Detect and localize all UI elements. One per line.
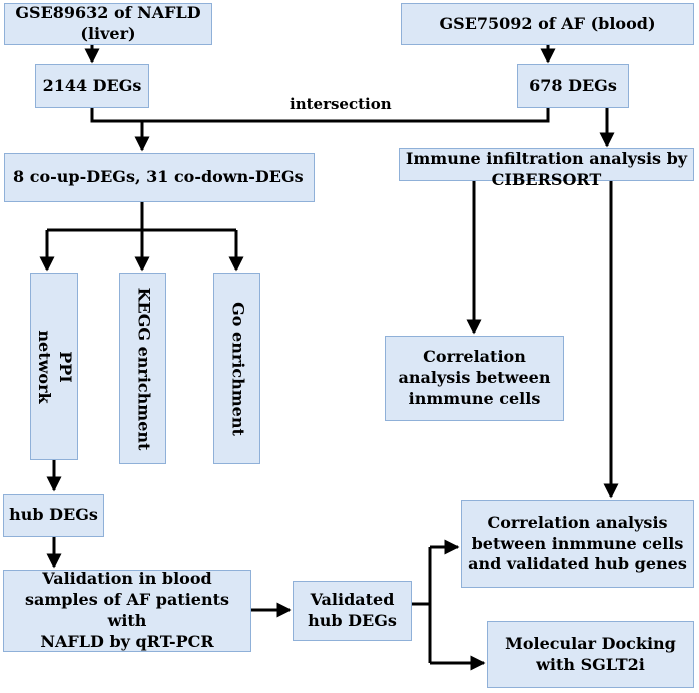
validation-box: Validation in blood samples of AF patien… <box>3 569 251 652</box>
hub-degs-box: hub DEGs <box>3 494 104 537</box>
af-dataset-label: GSE75092 of AF (blood) <box>439 13 656 33</box>
nafld-degs-label: 2144 DEGs <box>42 75 142 95</box>
immune-infiltration-box: Immune infiltration analysis by CIBERSOR… <box>399 148 694 189</box>
molecular-docking-box: Molecular Docking with SGLT2i <box>487 621 694 688</box>
af-degs-box: 678 DEGs <box>517 64 629 108</box>
go-enrichment-label: Go enrichment <box>227 301 247 436</box>
molecular-docking-label: Molecular Docking with SGLT2i <box>505 633 676 674</box>
correlation-hub-genes-label: Correlation analysis between inmmune cel… <box>468 512 687 574</box>
af-dataset-box: GSE75092 of AF (blood) <box>401 3 694 45</box>
validated-hub-degs-box: Validated hub DEGs <box>293 581 412 641</box>
correlation-immune-cells-box: Correlation analysis between inmmune cel… <box>385 336 564 421</box>
hub-degs-label: hub DEGs <box>9 505 98 525</box>
intersection-line <box>90 108 550 123</box>
af-degs-label: 678 DEGs <box>529 75 617 95</box>
kegg-enrichment-box: KEGG enrichment <box>119 273 166 464</box>
validated-hub-degs-label: Validated hub DEGs <box>308 590 397 630</box>
ppi-network-box: PPI network <box>30 273 78 460</box>
correlation-hub-genes-box: Correlation analysis between inmmune cel… <box>461 500 694 588</box>
co-degs-box: 8 co-up-DEGs, 31 co-down-DEGs <box>4 153 315 202</box>
ppi-network-label: PPI network <box>35 329 75 404</box>
go-enrichment-box: Go enrichment <box>213 273 260 464</box>
nafld-degs-box: 2144 DEGs <box>35 64 149 108</box>
kegg-enrichment-label: KEGG enrichment <box>133 287 153 450</box>
correlation-immune-cells-label: Correlation analysis between inmmune cel… <box>398 347 551 408</box>
nafld-dataset-label: GSE89632 of NAFLD (liver) <box>15 3 201 43</box>
co-degs-label: 8 co-up-DEGs, 31 co-down-DEGs <box>13 167 304 187</box>
nafld-dataset-box: GSE89632 of NAFLD (liver) <box>4 3 212 45</box>
intersection-label: intersection <box>290 95 392 113</box>
immune-infiltration-label: Immune infiltration analysis by CIBERSOR… <box>405 148 688 189</box>
validation-label: Validation in blood samples of AF patien… <box>24 569 230 651</box>
